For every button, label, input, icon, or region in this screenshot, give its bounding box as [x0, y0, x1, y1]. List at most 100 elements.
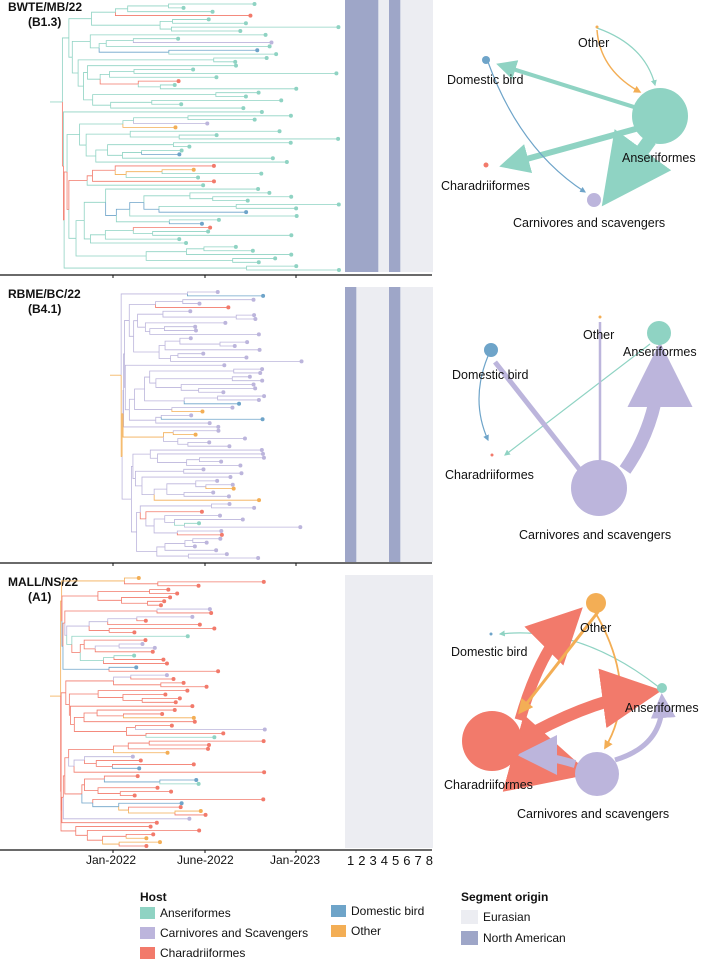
tree-branch: [103, 775, 138, 779]
net3-label-anseriformes: Anseriformes: [625, 701, 699, 715]
tree-branch: [235, 317, 256, 320]
tree-branch: [233, 371, 261, 374]
net1-node-charadriiformes: [483, 162, 489, 168]
tree-branch: [114, 165, 214, 171]
tree-branch: [145, 256, 233, 261]
tree-tip: [257, 498, 262, 503]
tree-branch: [172, 432, 196, 436]
tree-branch: [110, 105, 244, 109]
legend-eurasian: Eurasian: [461, 910, 530, 924]
panel-1-phylogeny: [50, 2, 341, 272]
swatch-carnivores: [140, 927, 155, 939]
tree-branch: [97, 694, 123, 698]
tree-tip: [211, 490, 216, 495]
tree-tip: [336, 268, 341, 272]
net3-edge-other-charadriiformes: [518, 611, 600, 715]
tree-tip: [136, 576, 141, 580]
tree-tip: [177, 696, 182, 701]
tree-tip: [130, 754, 135, 759]
tree-tip: [132, 630, 137, 635]
panel-2-segment-5-north-american: [389, 287, 401, 562]
tree-branch: [128, 806, 181, 811]
tree-tip: [211, 163, 216, 168]
tree-branch: [105, 40, 134, 44]
tree-branch: [83, 220, 91, 240]
tree-tip: [223, 320, 228, 325]
panel-2-segment-1-north-american: [345, 287, 357, 562]
tree-branch: [97, 787, 158, 791]
tree-branch: [131, 465, 133, 500]
tree-branch: [176, 530, 222, 533]
tree-branch: [95, 149, 108, 157]
segment-number: 4: [380, 853, 388, 868]
tree-branch: [68, 180, 88, 210]
tree-branch: [127, 742, 150, 746]
tree-branch: [211, 505, 255, 509]
tree-branch: [153, 494, 260, 501]
net2-node-charadriiformes: [490, 453, 494, 457]
tree-branch: [123, 580, 158, 585]
tree-branch: [108, 630, 135, 633]
tree-branch: [71, 57, 79, 74]
tree-branch: [124, 320, 130, 354]
tree-branch: [158, 209, 247, 213]
tree-tip: [207, 440, 212, 445]
tree-tip: [152, 645, 157, 650]
tree-branch: [199, 457, 264, 460]
tree-branch: [158, 351, 171, 359]
tree-tip: [204, 684, 209, 689]
tree-branch: [127, 745, 208, 750]
tree-branch: [213, 59, 236, 63]
tree-tip: [258, 370, 263, 375]
tree-branch: [133, 117, 189, 121]
segment-number: 8: [425, 853, 433, 868]
tree-branch: [164, 518, 175, 523]
tree-branch: [144, 388, 185, 402]
tree-tip: [216, 669, 221, 674]
tree-tip: [262, 727, 267, 732]
tree-tip: [181, 680, 186, 685]
tree-branch: [122, 120, 134, 124]
tree-branch: [192, 540, 207, 543]
tree-branch: [122, 694, 166, 698]
tree-branch: [118, 844, 147, 847]
tree-branch: [163, 326, 196, 329]
tree-branch: [177, 441, 188, 445]
tree-branch: [133, 336, 160, 353]
tree-tip: [211, 179, 216, 184]
tree-branch: [173, 142, 291, 145]
tree-branch: [91, 11, 116, 19]
tree-tip: [238, 28, 243, 33]
tree-tip: [134, 665, 139, 670]
tree-branch: [157, 581, 264, 584]
tree-branch: [62, 622, 65, 647]
tree-tip: [161, 657, 166, 662]
tree-tip: [279, 98, 284, 103]
net2-node-anseriformes: [647, 321, 671, 345]
tree-tip: [289, 233, 294, 238]
tree-branch: [149, 328, 165, 332]
tree-branch: [184, 522, 199, 526]
tree-tip: [193, 432, 198, 437]
tree-branch: [187, 444, 230, 447]
tree-branch: [94, 645, 120, 649]
tree-branch: [94, 648, 153, 653]
tree-branch: [126, 731, 146, 736]
tree-tip: [218, 536, 223, 541]
tree-branch: [192, 538, 221, 541]
tree-branch: [104, 230, 134, 235]
tree-branch: [155, 383, 182, 388]
tree-tip: [209, 610, 214, 615]
tree-branch: [173, 144, 190, 148]
tree-branch: [163, 437, 178, 442]
tree-branch: [102, 835, 127, 841]
tree-tip: [158, 603, 163, 608]
tree-tip: [273, 256, 278, 261]
tree-branch: [164, 340, 180, 346]
tree-tip: [191, 762, 196, 767]
tree-branch: [92, 798, 264, 804]
tree-branch: [61, 37, 69, 102]
segment-number: 5: [392, 853, 400, 868]
tree-branch: [97, 591, 150, 596]
tree-branch: [149, 370, 234, 378]
